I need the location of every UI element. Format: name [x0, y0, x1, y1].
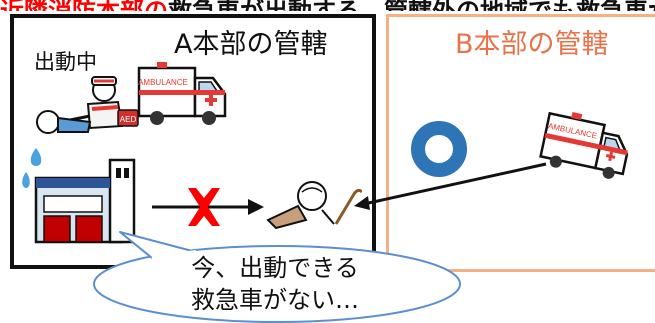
speech-bubble-text: 今、出動できる 救急車がない… [110, 252, 440, 316]
elderly-body [266, 204, 308, 230]
elderly-patient-illustration [266, 181, 362, 230]
cross-mark-icon [188, 188, 220, 226]
blocked-dispatch-arrow [152, 188, 264, 226]
ambulance-b-icon: AMBULANCE [539, 111, 629, 179]
garage-door [43, 215, 71, 243]
patient-body [57, 116, 92, 133]
elderly-head [297, 181, 327, 211]
speech-bubble-shape [93, 245, 461, 323]
panel-b-jurisdiction [386, 14, 655, 272]
fire-station-icon [22, 148, 136, 244]
water-drop-icon [22, 172, 30, 188]
aed-box [117, 109, 139, 127]
panel-b-title: B本部の管轄 [455, 29, 609, 60]
ambulance-a-label: AMBULANCE [138, 78, 188, 87]
ambulance-a-icon: AMBULANCE [137, 62, 227, 125]
assist-dispatch-arrow [354, 162, 547, 210]
speech-bubble-line2: 救急車がない… [191, 286, 359, 314]
aed-label: AED [120, 115, 137, 124]
cane-icon [334, 188, 362, 225]
speech-bubble-line1: 今、出動できる [191, 254, 359, 282]
station-tower [108, 158, 136, 244]
speech-bubble-tail [119, 231, 197, 259]
header-banner-highlight: 近隣消防本部の [0, 0, 168, 11]
garage-door [75, 215, 103, 243]
panel-a-title: A本部の管轄 [174, 29, 328, 60]
red-cross-icon [605, 151, 616, 162]
water-drop-icon [30, 148, 42, 166]
red-cross-icon [205, 94, 217, 106]
siren-light [157, 62, 167, 68]
ok-circle-icon [411, 121, 467, 177]
paramedic-cpr-illustration: AED [36, 76, 139, 134]
header-banner: 近隣消防本部の救急車が出動する…管轄外の地域でも救急車が出動 [0, 0, 655, 11]
header-banner-rest: 救急車が出動する…管轄外の地域でも救急車が出動 [168, 0, 655, 11]
dispatched-status-label: 出動中 [34, 50, 97, 74]
